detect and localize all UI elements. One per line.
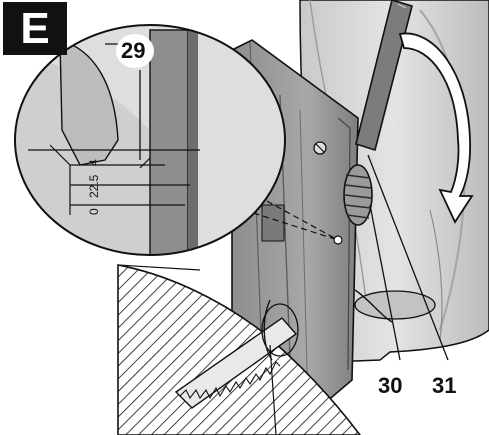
rotation-arrow-icon (398, 32, 474, 224)
bevel-lever (355, 0, 413, 152)
callout-30: 30 (378, 373, 403, 398)
saw-blade (174, 299, 299, 435)
figure-letter: E (3, 2, 67, 55)
adjusting-wheel (343, 164, 373, 226)
scale-mark-4: 4 (87, 159, 101, 166)
callout-29: 29 (121, 38, 146, 63)
callout-31: 31 (432, 373, 457, 398)
scale-mark-0: 0 (87, 208, 101, 215)
scale-mark-22-5: 22.5 (87, 174, 101, 198)
callout-29-bubble (116, 34, 154, 68)
screw-icon (313, 141, 327, 155)
magnifier-detail (14, 24, 286, 256)
